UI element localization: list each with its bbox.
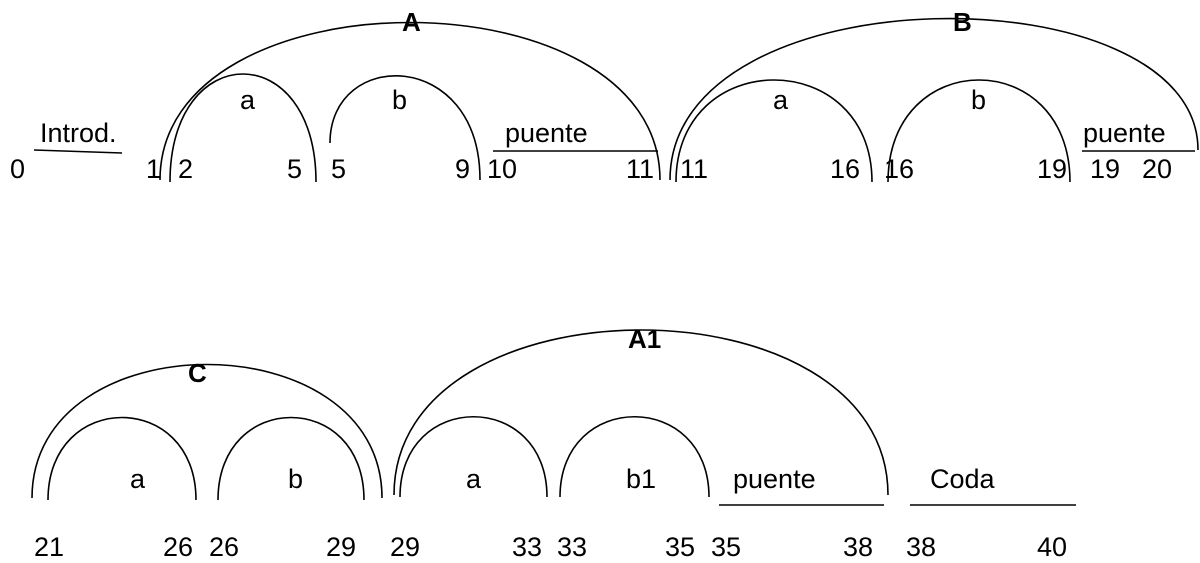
intro-line [33, 149, 123, 154]
section-a-start-measure: 1 [146, 154, 161, 184]
coda-label: Coda [930, 464, 996, 494]
section-a-bridge-start: 10 [487, 154, 517, 184]
section-b-title: B [953, 7, 972, 37]
section-a-sub-a-arc [169, 73, 317, 183]
section-b-sub-a-start: 11 [680, 154, 708, 184]
section-c-arc [31, 363, 383, 499]
section-a1-title: A1 [628, 324, 661, 354]
intro-start-measure: 0 [10, 154, 25, 184]
section-b-sub-b-label: b [971, 85, 986, 115]
section-b-bridge-start: 19 [1090, 154, 1120, 184]
section-a1-sub-a-label: a [466, 464, 482, 494]
section-a-sub-a-end: 5 [287, 154, 302, 184]
section-c-sub-a-end: 26 [163, 532, 193, 562]
section-a-arc [159, 21, 661, 181]
section-a1-bridge-end: 38 [843, 532, 873, 562]
section-c-title: C [188, 358, 207, 388]
section-a1-sub-b1-start: 33 [557, 532, 587, 562]
section-b-sub-a-arc [675, 79, 873, 183]
section-a1-sub-b1-label: b1 [626, 464, 656, 494]
section-a-sub-b-end: 9 [455, 154, 470, 184]
section-c-sub-b-end: 29 [326, 532, 356, 562]
section-a-sub-b-label: b [392, 85, 407, 115]
section-a-sub-b-start: 5 [331, 154, 346, 184]
section-b-arc [669, 17, 1199, 181]
section-a1-bridge-start: 35 [711, 532, 741, 562]
section-b-sub-b-start: 16 [884, 154, 914, 184]
section-a1-sub-b1-arc [559, 415, 710, 498]
section-a-sub-b-arc [329, 75, 481, 181]
coda-end-measure: 40 [1037, 532, 1067, 562]
section-c-sub-a-label: a [130, 464, 146, 494]
section-b-bridge-label: puente [1083, 118, 1166, 148]
section-c-sub-b-arc [217, 416, 365, 501]
section-a-sub-a-label: a [240, 85, 256, 115]
section-a1-bridge-label: puente [733, 464, 816, 494]
section-a1-sub-a-end: 33 [512, 532, 542, 562]
section-a1-arc [393, 329, 889, 496]
section-c-sub-a-start: 21 [34, 532, 64, 562]
section-c-sub-b-start: 26 [209, 532, 239, 562]
section-c-sub-b-label: b [288, 464, 303, 494]
section-b-bridge-end: 20 [1142, 154, 1172, 184]
section-c-sub-a-arc [47, 416, 197, 501]
section-a-title: A [402, 7, 421, 37]
coda-start-measure: 38 [906, 532, 936, 562]
section-a-bridge-label: puente [505, 118, 588, 148]
section-b-sub-b-arc [887, 79, 1071, 183]
section-a1-sub-b1-end: 35 [665, 532, 695, 562]
section-b-sub-b-end: 19 [1037, 154, 1067, 184]
section-a1-sub-a-start: 29 [390, 532, 420, 562]
section-a-sub-a-start: 2 [178, 154, 193, 184]
section-a1-sub-a-arc [399, 416, 548, 498]
section-b-sub-a-end: 16 [830, 154, 860, 184]
section-b-sub-a-label: a [773, 85, 789, 115]
intro-label: Introd. [40, 118, 117, 148]
section-a-bridge-end: 11 [626, 154, 654, 184]
